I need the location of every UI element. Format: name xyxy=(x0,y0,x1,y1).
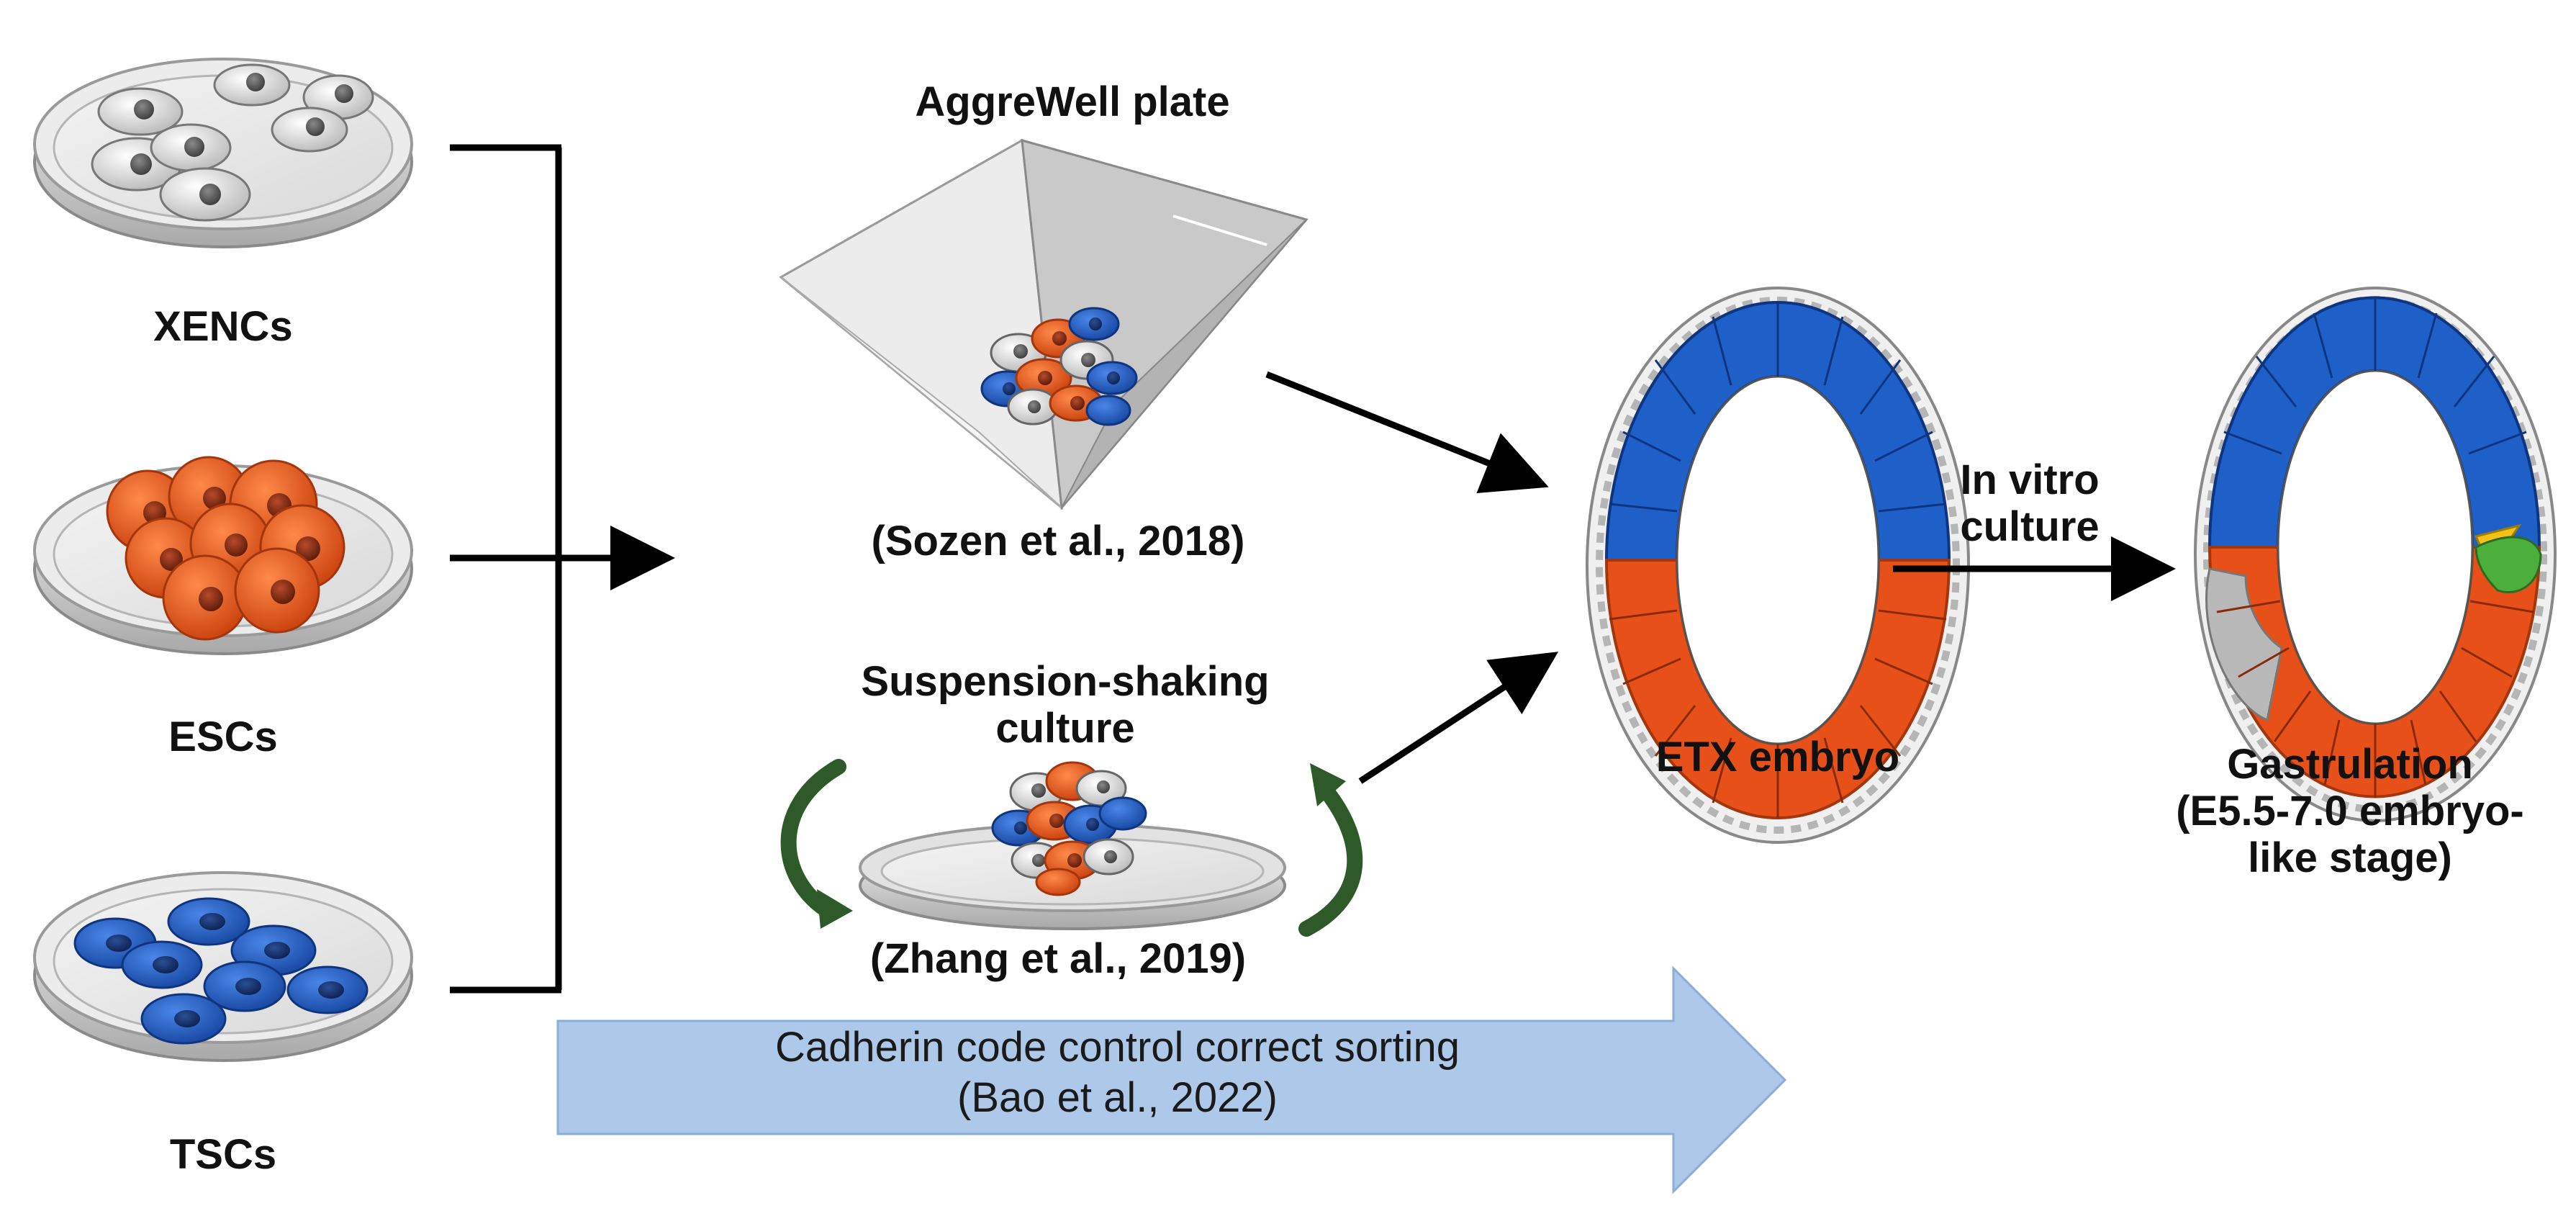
gastrulation-label: Gastrulation (E5.5-7.0 embryo- like stag… xyxy=(2130,741,2570,882)
cadherin-banner-line2: (Bao et al., 2022) xyxy=(957,1073,1278,1121)
rotation-arrow-right xyxy=(1298,763,1363,937)
gastrulation-line1: Gastrulation xyxy=(2227,741,2473,788)
gastrulation-line2: (E5.5-7.0 embryo- xyxy=(2176,787,2524,834)
suspension-title-line2: culture xyxy=(995,704,1135,752)
aggrewell-title: AggreWell plate xyxy=(915,78,1230,125)
gastrulation-epiblast-divisions xyxy=(2216,600,2534,798)
aggrewell-citation: (Sozen et al., 2018) xyxy=(871,518,1245,564)
xencs-cells xyxy=(91,63,374,222)
gastrulation-line3: like stage) xyxy=(2248,834,2452,881)
escs-cells xyxy=(106,456,345,641)
rotation-arrow-left xyxy=(780,759,853,929)
suspension-title: Suspension-shaking culture xyxy=(792,658,1339,752)
arrows-to-etx xyxy=(1265,371,1559,784)
etx-cell-divisions xyxy=(1609,302,1947,513)
tscs-dish xyxy=(33,871,413,1062)
label-xencs: XENCs xyxy=(153,303,293,350)
cadherin-banner-arrow xyxy=(556,965,1787,1194)
aggrewell-aggregate xyxy=(980,307,1138,426)
suspension-citation: (Zhang et al., 2019) xyxy=(869,935,1247,982)
label-tscs: TSCs xyxy=(169,1131,277,1178)
cadherin-banner-text: Cadherin code control correct sorting (B… xyxy=(561,1022,1673,1122)
etx-label: ETX embryo xyxy=(1655,734,1900,780)
in-vitro-label: In vitro culture xyxy=(1871,456,2188,551)
aggrewell-plate xyxy=(779,138,1309,510)
label-escs: ESCs xyxy=(168,713,278,760)
gastrulation-cell-divisions xyxy=(2223,299,2527,455)
etx-epiblast-divisions xyxy=(1609,609,1947,818)
suspension-title-line1: Suspension-shaking xyxy=(861,658,1270,705)
in-vitro-line1: In vitro xyxy=(1960,456,2100,503)
merge-bracket xyxy=(450,144,675,994)
in-vitro-line2: culture xyxy=(1960,503,2100,550)
xencs-dish xyxy=(33,58,413,248)
gastrulation-embryo xyxy=(2194,287,2557,822)
suspension-dish xyxy=(780,759,1363,937)
suspension-aggregate xyxy=(991,761,1147,896)
etx-embryo xyxy=(1586,287,1970,844)
cadherin-banner-line1: Cadherin code control correct sorting xyxy=(774,1024,1460,1071)
escs-dish xyxy=(33,456,413,655)
tscs-cells xyxy=(73,897,369,1045)
